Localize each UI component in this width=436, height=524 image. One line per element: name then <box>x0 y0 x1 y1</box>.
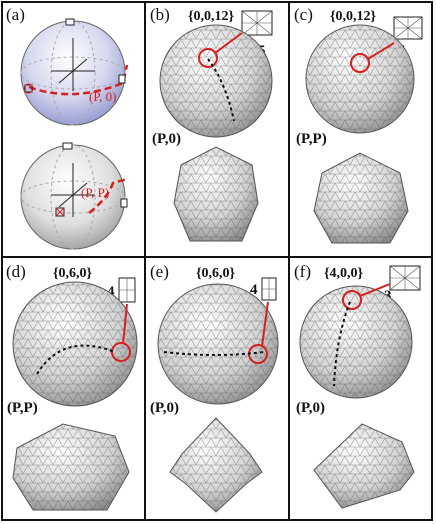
panel-c-meshes <box>305 16 423 244</box>
sphere-bottom <box>20 142 128 250</box>
panel-d-meshes <box>12 277 138 511</box>
curve-label-top: (P, 0) <box>89 89 117 104</box>
panel-d-label: (d) <box>6 262 26 281</box>
panel-d: (d) {0,6,0} 4 (P,P) <box>3 258 144 519</box>
panel-e: (e) {0,6,0} 4 (P,0) <box>146 258 288 519</box>
curve-label-bottom: (P, P) <box>81 185 110 200</box>
panel-c-label: (c) <box>294 5 313 24</box>
panel-d-bc: (P,P) <box>7 400 38 416</box>
divider-v2 <box>288 1 290 521</box>
panel-d-valence: 4 <box>107 284 115 300</box>
panel-d-indices: {0,6,0} <box>53 266 93 281</box>
panel-f: (f) {4,0,0} 3 (P,0) <box>290 258 431 519</box>
panel-c: (c) {0,0,12} 5 (P,P) <box>290 3 431 256</box>
panel-f-label: (f) <box>294 262 311 281</box>
panel-e-bc: (P,0) <box>150 400 180 416</box>
panel-a-label: (a) <box>6 5 25 24</box>
panel-a: (a) <box>3 3 144 256</box>
panel-b-indices: {0,0,12} <box>188 9 235 24</box>
panel-f-bc: (P,0) <box>296 400 326 416</box>
panel-b-meshes <box>159 10 273 242</box>
panel-c-bc: (P,P) <box>296 131 327 147</box>
divider-h <box>1 256 433 258</box>
panel-b-label: (b) <box>150 5 170 24</box>
panel-b-bc: (P,0) <box>152 131 182 147</box>
panel-f-indices: {4,0,0} <box>324 266 364 281</box>
panel-e-label: (e) <box>150 262 169 281</box>
panel-c-indices: {0,0,12} <box>330 9 377 24</box>
sphere-top <box>20 18 129 126</box>
divider-v1 <box>144 1 146 521</box>
panel-e-indices: {0,6,0} <box>196 266 236 281</box>
panel-a-spheres <box>20 18 129 250</box>
panel-e-valence: 4 <box>250 282 258 298</box>
panel-f-meshes <box>299 265 421 509</box>
panel-b: (b) {0,0,12} 5 (P,0) <box>146 3 288 256</box>
panel-e-meshes <box>157 277 279 513</box>
